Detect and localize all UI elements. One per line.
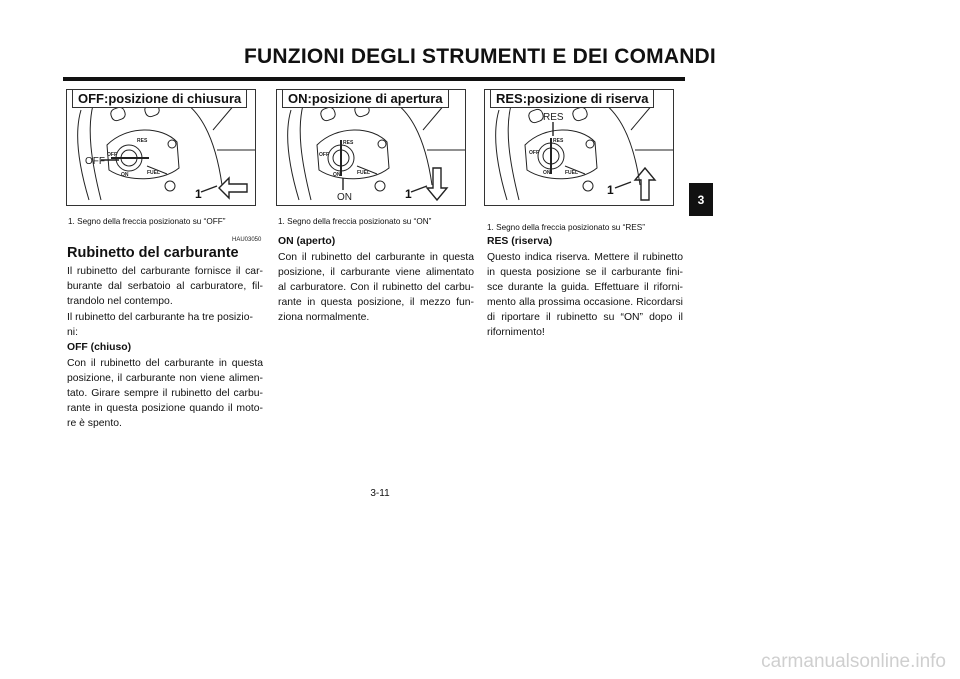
positions-intro: Il rubinetto del carburante ha tre posiz… xyxy=(67,312,253,338)
valve-mark-res: RES xyxy=(553,138,564,144)
valve-mark-on: ON xyxy=(543,170,551,176)
title-rule xyxy=(63,77,685,81)
valve-mark-fuel: FUEL xyxy=(565,170,578,176)
fuel-cock-off-illustration: RES OFF ON FUEL OFF 1 xyxy=(77,102,255,201)
valve-mark-fuel: FUEL xyxy=(147,170,160,176)
valve-mark-res: RES xyxy=(137,138,148,144)
valve-mark-on: ON xyxy=(333,172,341,178)
callout-number: 1 xyxy=(195,187,202,201)
callout-label: RES xyxy=(543,112,564,123)
valve-mark-res: RES xyxy=(343,140,354,146)
fuel-cock-on-illustration: RES OFF ON FUEL ON 1 xyxy=(287,102,465,203)
section-heading: Rubinetto del carburante xyxy=(67,245,239,261)
off-paragraph: Con il rubinetto del carburante in quest… xyxy=(67,358,263,429)
on-paragraph: Con il rubinetto del carburante in quest… xyxy=(278,252,474,323)
valve-mark-off: OFF xyxy=(319,152,329,158)
on-subheading: ON (aperto) xyxy=(278,236,336,247)
valve-mark-on: ON xyxy=(121,172,129,178)
callout-number: 1 xyxy=(607,183,614,197)
figure-label: RES:posizione di riserva xyxy=(490,90,655,108)
valve-mark-off: OFF xyxy=(529,150,539,156)
valve-mark-off: OFF xyxy=(107,152,117,158)
figure-caption: 1. Segno della freccia posizionato su “O… xyxy=(68,217,226,226)
figure-label: ON:posizione di apertura xyxy=(282,90,449,108)
valve-mark-fuel: FUEL xyxy=(357,170,370,176)
res-subheading: RES (riserva) xyxy=(487,236,553,247)
res-paragraph: Questo indica riserva. Mettere il rubine… xyxy=(487,252,683,338)
watermark[interactable]: carmanualsonline.info xyxy=(761,651,946,672)
callout-label: OFF xyxy=(85,156,105,167)
page-title: FUNZIONI DEGLI STRUMENTI E DEI COMANDI xyxy=(244,45,716,68)
figure-label: OFF:posizione di chiusura xyxy=(72,90,248,108)
chapter-tab[interactable]: 3 xyxy=(689,183,713,216)
figure-caption: 1. Segno della freccia posizionato su “O… xyxy=(278,217,432,226)
callout-number: 1 xyxy=(405,187,412,201)
intro-paragraph: Il rubinetto del carburante fornisce il … xyxy=(67,266,263,307)
figure-caption: 1. Segno della freccia posizionato su “R… xyxy=(487,223,645,232)
off-subheading: OFF (chiuso) xyxy=(67,342,132,353)
figure-res-position: RES OFF ON FUEL RES 1 RES:posizione di r… xyxy=(484,89,674,206)
section-code: HAU03050 xyxy=(232,237,262,243)
callout-label: ON xyxy=(337,192,352,203)
fuel-cock-res-illustration: RES OFF ON FUEL RES 1 xyxy=(495,103,673,201)
figure-on-position: RES OFF ON FUEL ON 1 ON:posizione di ape… xyxy=(276,89,466,206)
page-number: 3-11 xyxy=(370,488,390,499)
figure-off-position: RES OFF ON FUEL OFF 1 OFF:posizione di c… xyxy=(66,89,256,206)
